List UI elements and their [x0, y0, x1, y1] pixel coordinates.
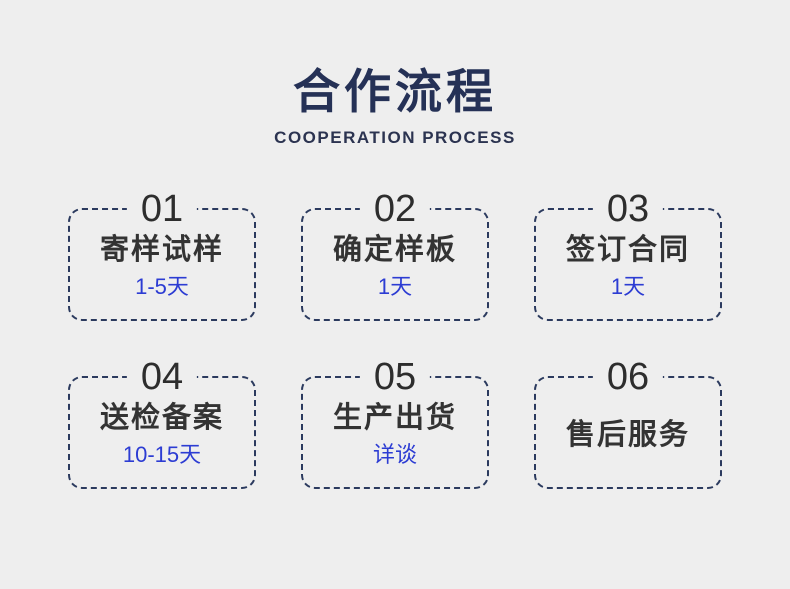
step-number: 04 — [126, 357, 198, 396]
step-card-1: 01 寄样试样 1-5天 — [68, 189, 256, 321]
page-title: 合作流程 — [293, 65, 497, 118]
step-title: 签订合同 — [565, 234, 690, 267]
step-card-4: 04 送检备案 10-15天 — [68, 357, 256, 489]
step-title: 生产出货 — [332, 402, 457, 435]
step-title: 售后服务 — [565, 418, 690, 451]
step-title: 寄样试样 — [99, 234, 224, 267]
step-card-5: 05 生产出货 详谈 — [301, 357, 489, 489]
step-duration: 1-5天 — [135, 274, 189, 300]
step-number: 05 — [359, 357, 431, 396]
step-number: 02 — [359, 189, 431, 228]
step-title: 送检备案 — [99, 402, 224, 435]
steps-grid: 01 寄样试样 1-5天 02 确定样板 1天 03 签订合同 1天 04 送检… — [0, 189, 790, 489]
step-title: 确定样板 — [332, 234, 457, 267]
step-duration: 详谈 — [372, 442, 417, 468]
page-subtitle: COOPERATION PROCESS — [274, 127, 516, 147]
step-duration: 10-15天 — [122, 442, 202, 468]
step-number: 01 — [126, 189, 198, 228]
step-card-2: 02 确定样板 1天 — [301, 189, 489, 321]
step-duration: 1天 — [377, 274, 413, 300]
step-number: 06 — [592, 357, 664, 396]
step-card-3: 03 签订合同 1天 — [534, 189, 722, 321]
step-card-6: 06 售后服务 — [534, 357, 722, 489]
step-duration: 1天 — [610, 274, 646, 300]
header: 合作流程 COOPERATION PROCESS — [0, 0, 790, 148]
step-number: 03 — [592, 189, 664, 228]
